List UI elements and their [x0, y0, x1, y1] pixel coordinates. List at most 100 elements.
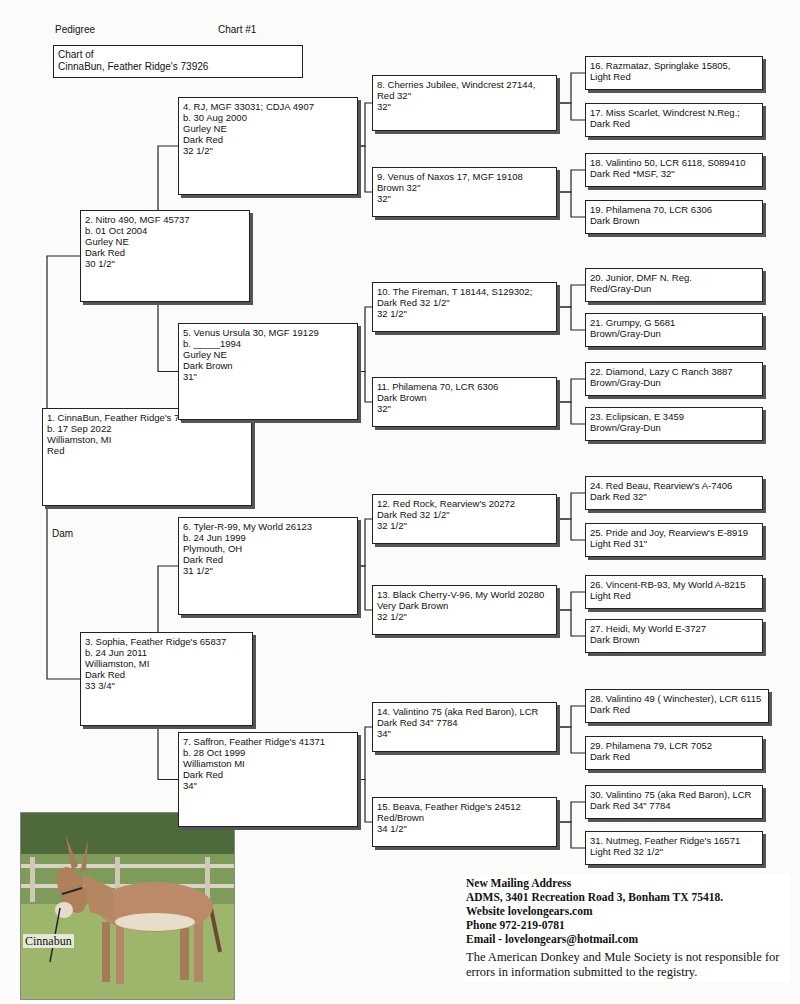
pedigree-box: 30. Valintino 75 (aka Red Baron), LCRDar…	[585, 785, 763, 819]
animal-detail: b. 01 Oct 2004	[85, 225, 245, 236]
pedigree-connector	[158, 566, 178, 632]
animal-detail: Gurley NE	[183, 123, 353, 134]
animal-name: 6. Tyler-R-99, My World 26123	[183, 521, 353, 532]
donkey-ear	[80, 840, 88, 872]
animal-detail: Brown 32"	[377, 182, 552, 193]
pedigree-box: 21. Grumpy, G 5681Brown/Gray-Dun	[585, 313, 763, 347]
pedigree-connector	[47, 506, 80, 679]
pedigree-box: 3. Sophia, Feather Ridge's 65837b. 24 Ju…	[80, 632, 253, 726]
pedigree-connector	[47, 256, 80, 408]
animal-name: 8. Cherries Jubilee, Windcrest 27144,	[377, 79, 552, 90]
animal-detail: 32 1/2"	[377, 611, 552, 622]
animal-detail: Gurley NE	[183, 349, 353, 360]
pedigree-connector	[557, 706, 585, 727]
animal-detail: Red/Brown	[377, 812, 552, 823]
pedigree-box: 9. Venus of Naxos 17, MGF 19108Brown 32"…	[372, 167, 557, 217]
animal-name: 2. Nitro 490, MGF 45737	[85, 214, 245, 225]
pedigree-connector	[158, 146, 178, 210]
pedigree-box: 1. CinnaBun, Feather Ridge's 73926b. 17 …	[42, 408, 252, 506]
address-line: Phone 972-219-0781	[466, 918, 784, 932]
animal-name: 15. Beava, Feather Ridge's 24512	[377, 801, 552, 812]
animal-detail: Dark Brown	[377, 392, 552, 403]
animal-detail: Dark Red 32 1/2"	[377, 297, 552, 308]
animal-detail: Dark Brown	[590, 215, 758, 226]
animal-detail: b. _____1994	[183, 338, 353, 349]
donkey-leg	[194, 920, 203, 982]
donkey-belly	[115, 913, 195, 931]
animal-detail: 32"	[377, 403, 552, 414]
pedigree-connector	[358, 307, 372, 372]
donkey-halter	[62, 888, 82, 894]
address-sticker: New Mailing AddressADMS, 3401 Recreation…	[464, 874, 790, 982]
animal-name: 7. Saffron, Feather Ridge's 41371	[183, 736, 353, 747]
pedigree-connector	[557, 73, 585, 103]
animal-name: 17. Miss Scarlet, Windcrest N.Reg.;	[590, 107, 758, 118]
animal-detail: Williamston, MI	[47, 434, 247, 445]
pedigree-connector	[557, 822, 585, 848]
animal-detail: b. 17 Sep 2022	[47, 423, 247, 434]
animal-detail: Williamston, MI	[85, 658, 248, 669]
animal-detail: b. 24 Jun 1999	[183, 532, 353, 543]
pedigree-box: 13. Black Cherry-V-96, My World 20280Ver…	[372, 585, 557, 635]
pedigree-box: 26. Vincent-RB-93, My World A-8215Light …	[585, 575, 763, 609]
page-heading: Chart #1	[218, 24, 256, 36]
animal-name: 28. Valintino 49 ( Winchester), LCR 6115	[590, 693, 764, 704]
pedigree-box: 22. Diamond, Lazy C Ranch 3887Brown/Gray…	[585, 362, 763, 396]
pedigree-connector	[358, 780, 372, 823]
pedigree-connector	[358, 146, 372, 192]
animal-name: Chart of	[58, 49, 298, 61]
animal-detail: Dark Red	[590, 704, 764, 715]
animal-detail: 31"	[183, 371, 353, 382]
animal-detail: b. 24 Jun 2011	[85, 647, 248, 658]
pedigree-box: 14. Valintino 75 (aka Red Baron), LCRDar…	[372, 702, 557, 752]
animal-name: 4. RJ, MGF 33031; CDJA 4907	[183, 101, 353, 112]
animal-detail: b. 30 Aug 2000	[183, 112, 353, 123]
pedigree-box: 8. Cherries Jubilee, Windcrest 27144,Red…	[372, 75, 557, 131]
address-line: ADMS, 3401 Recreation Road 3, Bonham TX …	[466, 890, 756, 918]
donkey-ear	[66, 836, 78, 870]
pedigree-box: 27. Heidi, My World E-3727Dark Brown	[585, 619, 763, 653]
animal-name: 24. Red Beau, Rearview's A-7406	[590, 480, 758, 491]
address-line: Email - lovelongears@hotmail.com	[466, 932, 784, 946]
animal-detail: Dark Red	[183, 769, 353, 780]
animal-detail: Dark Red	[590, 118, 758, 129]
pedigree-connector	[557, 402, 585, 424]
pedigree-connector	[557, 379, 585, 402]
pedigree-box: 12. Red Rock, Rearview's 20272Dark Red 3…	[372, 494, 557, 544]
animal-detail: 34"	[377, 728, 552, 739]
photo-background	[20, 812, 235, 1000]
pedigree-box: 17. Miss Scarlet, Windcrest N.Reg.;Dark …	[585, 103, 763, 137]
dam-label: Dam	[52, 528, 73, 540]
pedigree-connector	[158, 302, 178, 372]
photo-caption: Cinnabun	[23, 934, 74, 948]
animal-detail: Dark Red	[183, 134, 353, 145]
animal-name: 25. Pride and Joy, Rearview's E-8919	[590, 527, 758, 538]
animal-detail: 32 1/2"	[377, 520, 552, 531]
animal-name: 30. Valintino 75 (aka Red Baron), LCR	[590, 789, 758, 800]
photo-border	[21, 813, 235, 1000]
donkey-leg	[102, 922, 110, 982]
animal-detail: Very Dark Brown	[377, 600, 552, 611]
animal-name: 20. Junior, DMF N. Reg.	[590, 272, 758, 283]
pedigree-connector	[557, 192, 585, 217]
animal-name: 12. Red Rock, Rearview's 20272	[377, 498, 552, 509]
address-line: New Mailing Address	[466, 876, 784, 890]
pedigree-box: 18. Valintino 50, LCR 6118, S089410Dark …	[585, 153, 763, 187]
animal-detail: Plymouth, OH	[183, 543, 353, 554]
animal-detail: Light Red 32 1/2"	[590, 846, 758, 857]
animal-detail: Dark Red	[85, 247, 245, 258]
animal-detail: Red/Gray-Dun	[590, 283, 758, 294]
animal-name: 5. Venus Ursula 30, MGF 19129	[183, 327, 353, 338]
animal-detail: 31 1/2"	[183, 565, 353, 576]
pedigree-connector	[358, 372, 372, 403]
animal-detail: Dark Red 32"	[590, 491, 758, 502]
pedigree-connector	[557, 170, 585, 192]
disclaimer: The American Donkey and Mule Society is …	[466, 950, 788, 980]
pedigree-box: 19. Philamena 70, LCR 6306Dark Brown	[585, 200, 763, 234]
chart-title-box: Chart ofCinnaBun, Feather Ridge's 73926	[53, 45, 303, 78]
animal-detail: 30 1/2"	[85, 258, 245, 269]
animal-detail: Dark Red 34" 7784	[377, 717, 552, 728]
animal-detail: Dark Brown	[183, 360, 353, 371]
